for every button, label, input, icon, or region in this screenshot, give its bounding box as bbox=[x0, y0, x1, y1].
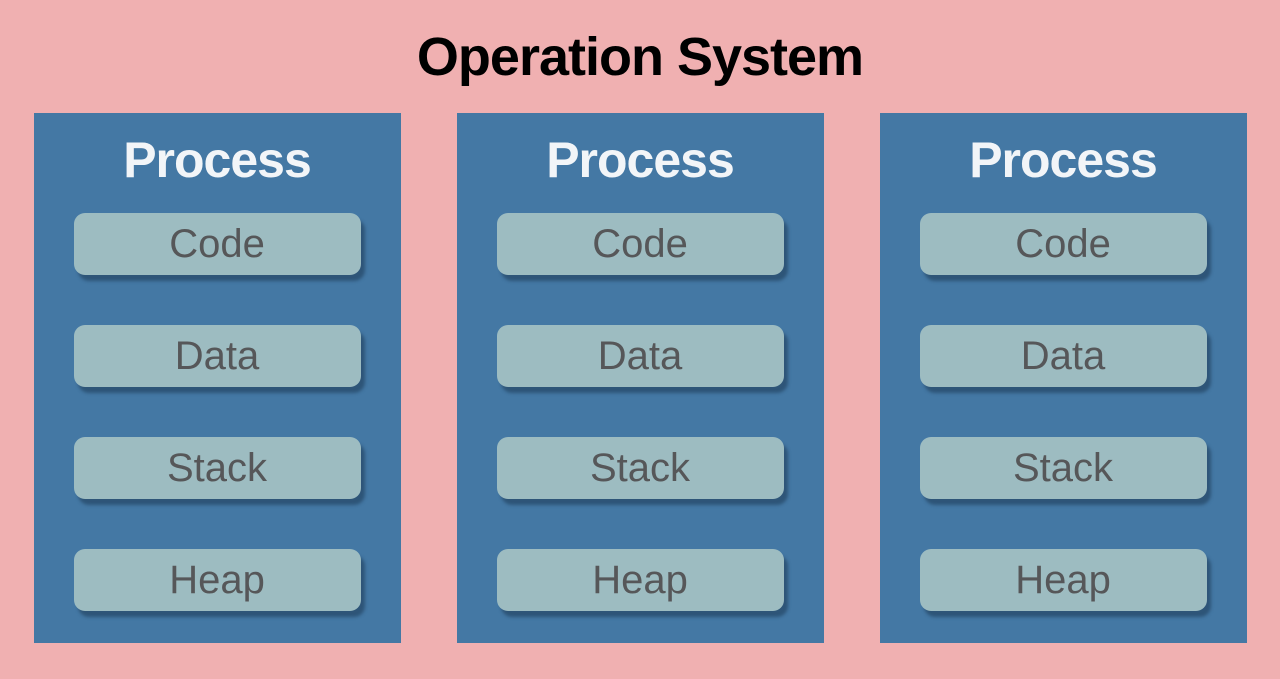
process-title: Process bbox=[123, 132, 312, 188]
process-title: Process bbox=[546, 132, 735, 188]
segment-heap: Heap bbox=[73, 549, 361, 611]
segment-data: Data bbox=[919, 325, 1207, 387]
process-box-3: Process Code Data Stack Heap bbox=[879, 113, 1247, 643]
segment-list: Code Data Stack Heap bbox=[457, 213, 824, 611]
segment-stack: Stack bbox=[919, 437, 1207, 499]
diagram-title: Operation System bbox=[416, 26, 864, 87]
process-box-1: Process Code Data Stack Heap bbox=[33, 113, 401, 643]
process-box-row: Process Code Data Stack Heap Process Cod… bbox=[0, 113, 1280, 643]
segment-heap: Heap bbox=[919, 549, 1207, 611]
segment-data: Data bbox=[496, 325, 784, 387]
process-title: Process bbox=[969, 132, 1158, 188]
segment-heap: Heap bbox=[496, 549, 784, 611]
segment-stack: Stack bbox=[496, 437, 784, 499]
segment-list: Code Data Stack Heap bbox=[34, 213, 401, 611]
segment-stack: Stack bbox=[73, 437, 361, 499]
segment-code: Code bbox=[919, 213, 1207, 275]
process-box-2: Process Code Data Stack Heap bbox=[456, 113, 824, 643]
segment-list: Code Data Stack Heap bbox=[880, 213, 1247, 611]
segment-code: Code bbox=[73, 213, 361, 275]
segment-code: Code bbox=[496, 213, 784, 275]
segment-data: Data bbox=[73, 325, 361, 387]
